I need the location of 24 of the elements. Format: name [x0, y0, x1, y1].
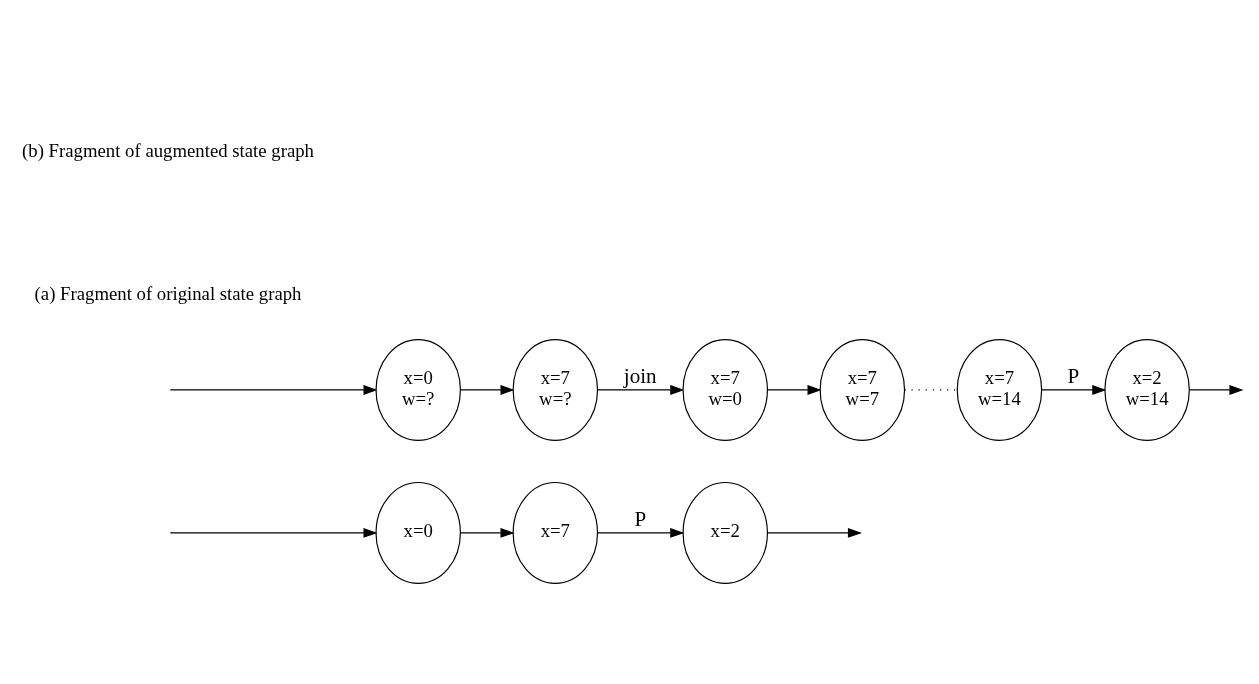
arrow: [1041, 384, 1107, 395]
arrow: [459, 527, 515, 538]
label: (a) Fragment of original state graph: [34, 281, 302, 303]
node-ellipse: x=2 w=14: [1104, 338, 1190, 441]
node-ellipse: x=2: [682, 481, 768, 584]
node-ellipse: x=7 w=7: [819, 338, 906, 441]
node-ellipse: x=7: [512, 481, 599, 584]
node-ellipse: x=7 w=0: [682, 338, 768, 441]
node-ellipse: x=0: [375, 481, 461, 584]
arrow: [597, 527, 685, 538]
arrow: [169, 384, 378, 395]
arrow: [767, 384, 822, 395]
label: (b) Fragment of augmented state graph: [22, 139, 314, 161]
arrow: [169, 527, 378, 538]
node-ellipse: x=0 w=?: [375, 338, 461, 441]
node-ellipse: x=7 w=14: [956, 338, 1043, 441]
edge-label: join: [623, 363, 657, 388]
edge-label: P: [1067, 363, 1080, 388]
arrow: [767, 527, 862, 538]
arrow: [459, 384, 515, 395]
edge-label: P: [634, 506, 647, 531]
arrow: [597, 384, 685, 395]
node-ellipse: x=7 w=?: [512, 338, 599, 441]
arrow: [1188, 384, 1244, 395]
